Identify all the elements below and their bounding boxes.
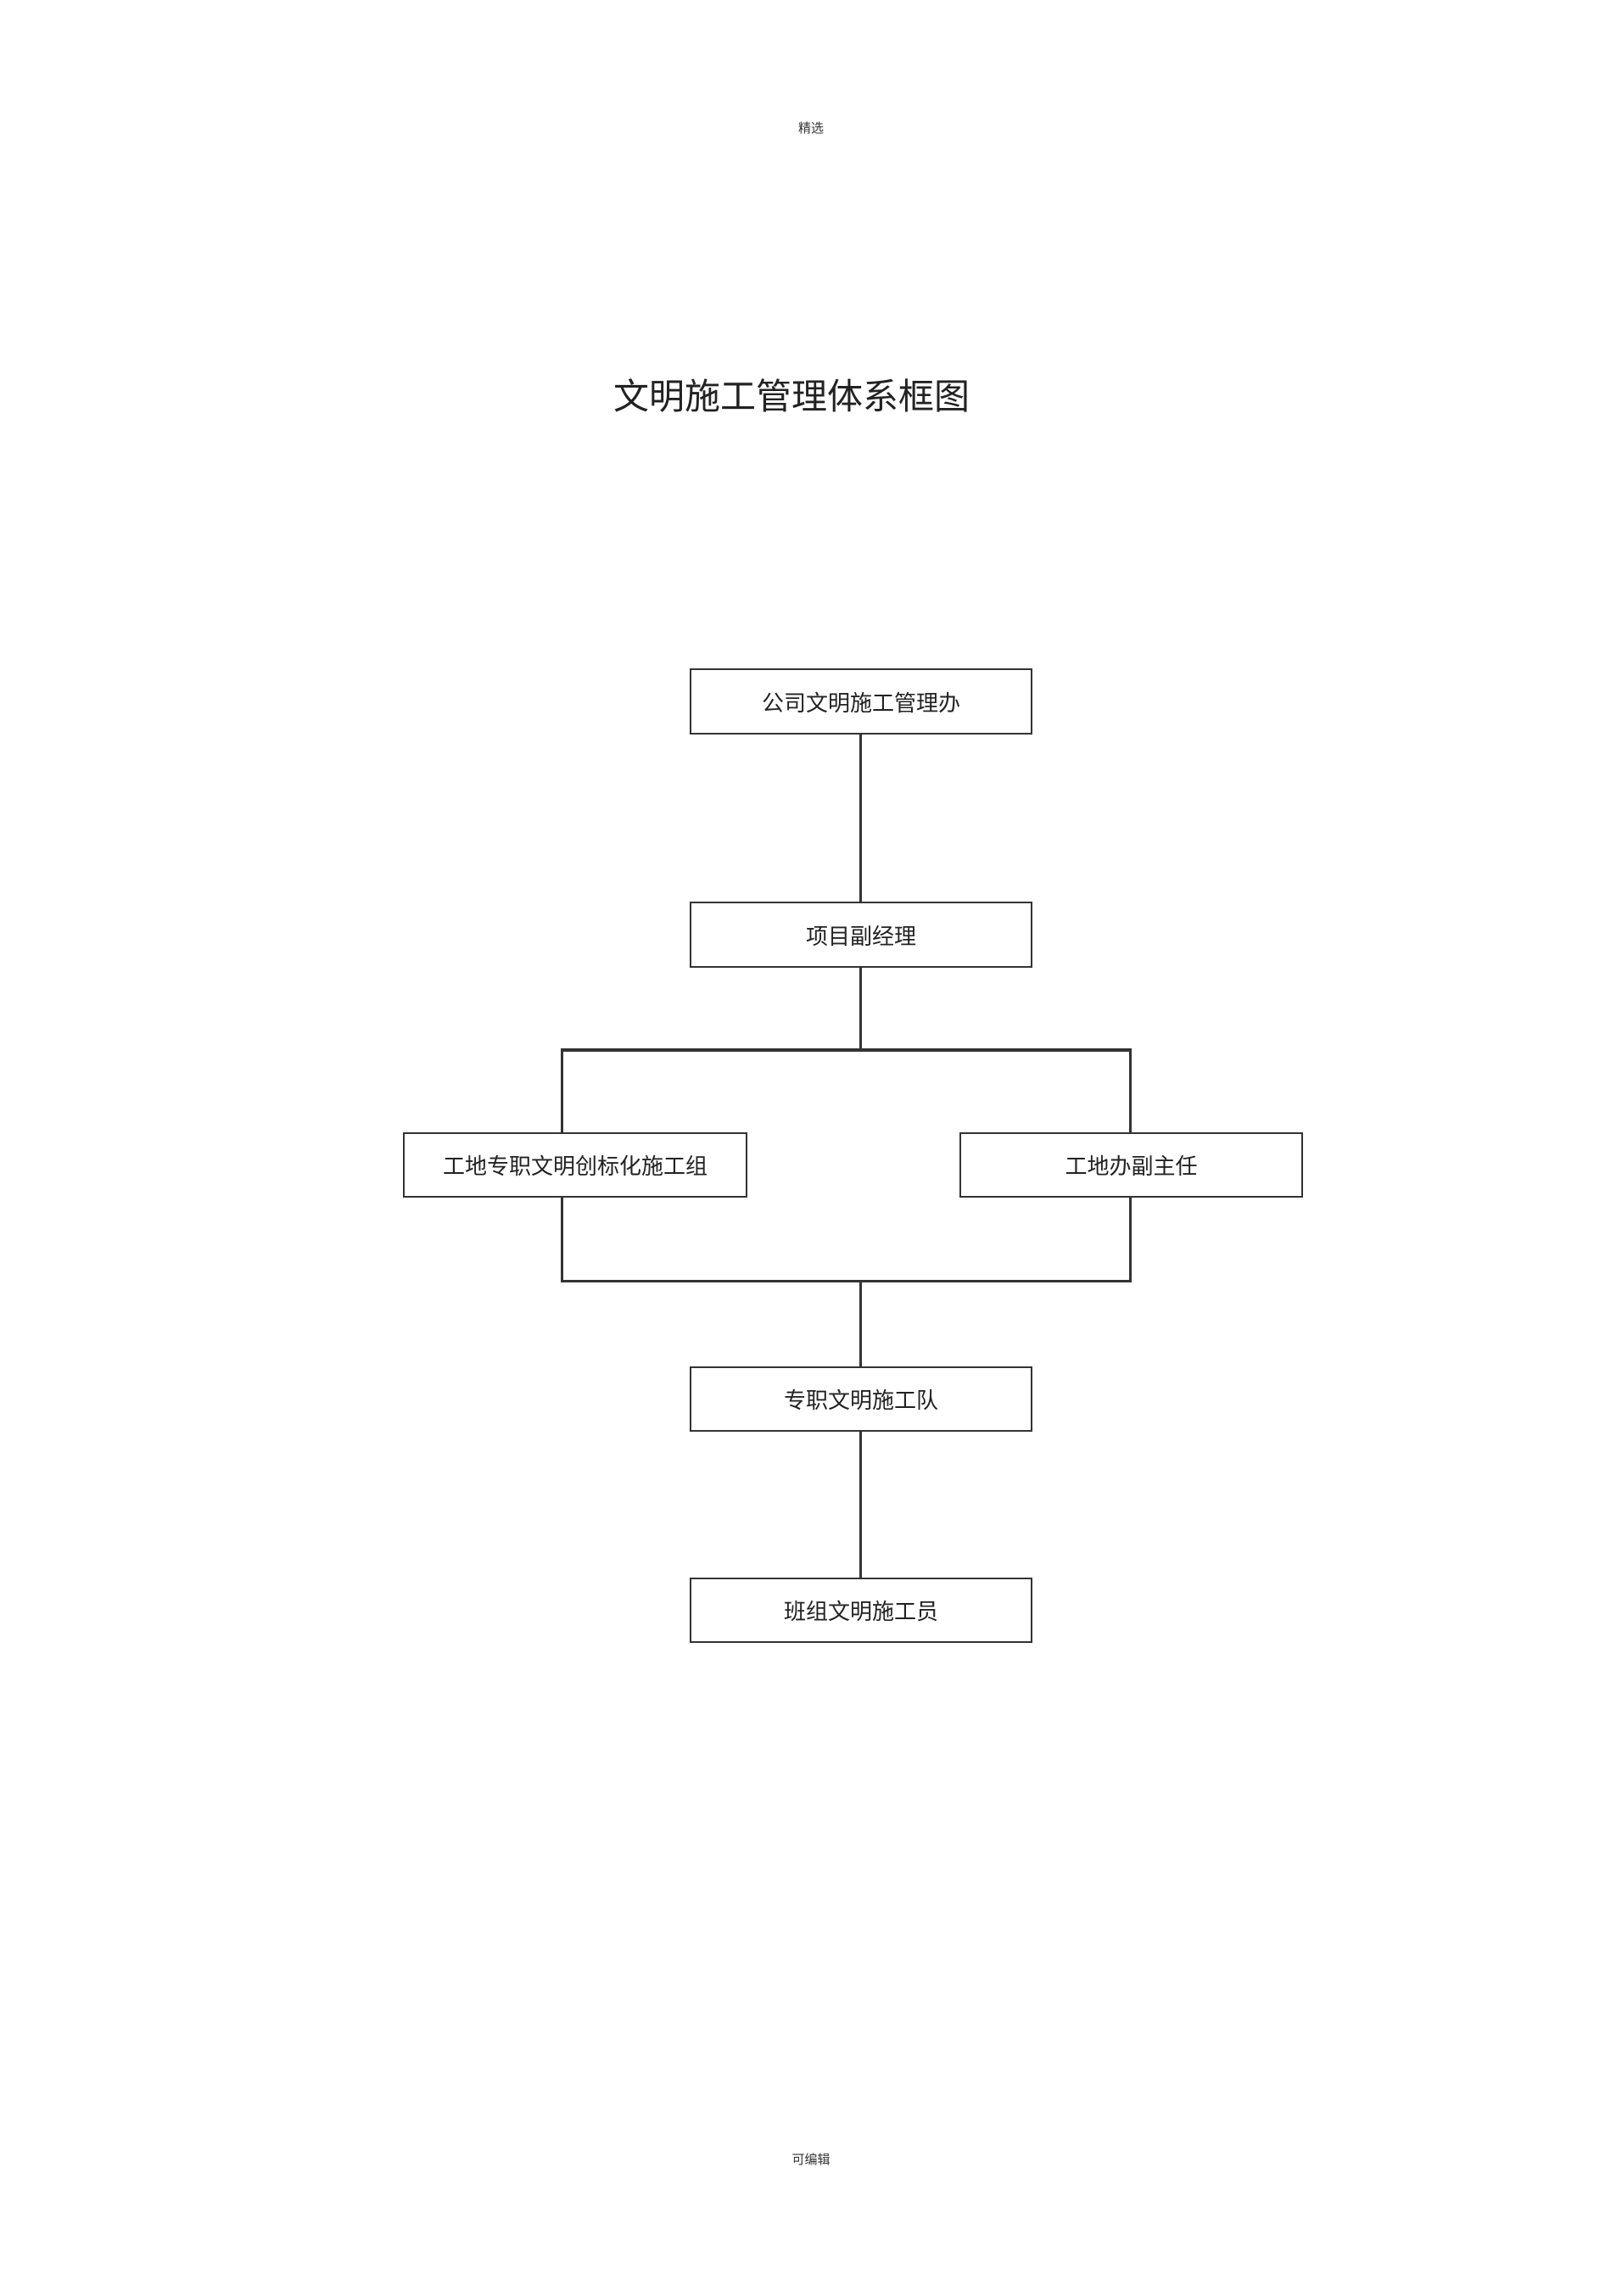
- node-site-office-deputy-director: 工地办副主任: [959, 1132, 1303, 1198]
- node-civilized-construction-team: 专职文明施工队: [690, 1366, 1032, 1432]
- connector-top-to-deputy: [859, 735, 862, 904]
- node-site-standardization-group: 工地专职文明创标化施工组: [403, 1132, 747, 1198]
- connector-left-branch-down: [561, 1050, 563, 1133]
- page-header: 精选: [797, 120, 824, 136]
- node-company-office: 公司文明施工管理办: [690, 668, 1032, 735]
- connector-upper-branch-bar: [561, 1048, 1132, 1052]
- node-deputy-manager: 项目副经理: [690, 902, 1032, 968]
- page-footer: 可编辑: [791, 2152, 831, 2167]
- connector-to-team: [859, 1282, 862, 1367]
- connector-right-branch-up: [1129, 1196, 1132, 1282]
- diagram-title: 文明施工管理体系框图: [613, 376, 970, 417]
- connector-left-branch-up: [561, 1196, 563, 1282]
- connector-lower-branch-bar: [561, 1280, 1132, 1282]
- connector-right-branch-down: [1129, 1050, 1132, 1133]
- node-team-construction-staff: 班组文明施工员: [690, 1578, 1032, 1643]
- connector-deputy-down: [859, 967, 862, 1050]
- connector-team-to-members: [859, 1430, 862, 1578]
